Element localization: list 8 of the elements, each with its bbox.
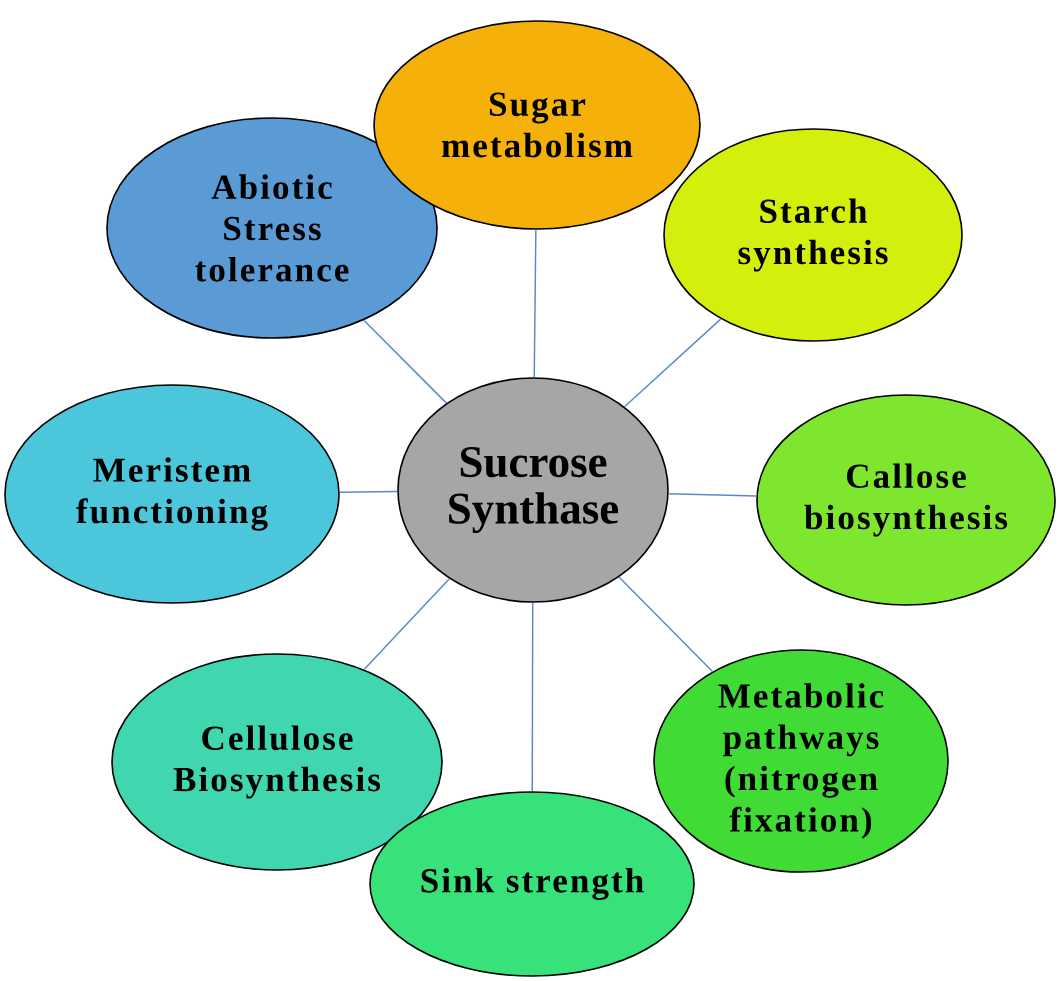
connector-line: [623, 318, 722, 408]
connector-line: [363, 319, 448, 404]
connector-line: [618, 576, 714, 673]
connector-line: [339, 490, 398, 493]
connector-line: [363, 578, 451, 671]
connector-line: [531, 602, 534, 792]
connector-line: [533, 229, 537, 378]
connector-line: [668, 492, 758, 497]
